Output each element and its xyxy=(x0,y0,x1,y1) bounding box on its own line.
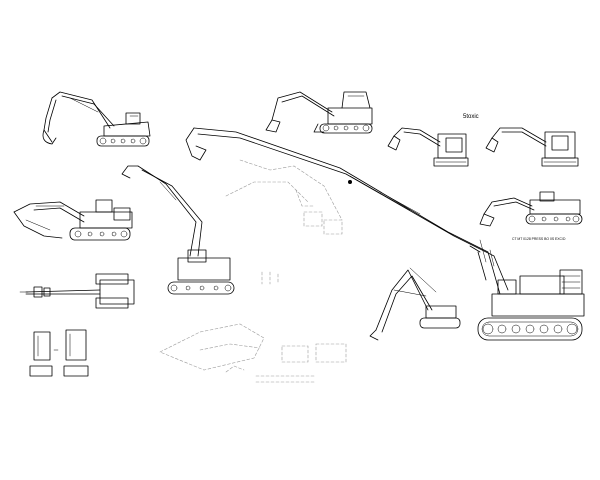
mini-excavator-drawing-2 xyxy=(485,127,579,167)
excavator-front-elevations xyxy=(29,329,89,377)
mini-excavator-drawing-1 xyxy=(387,127,469,167)
long-reach-excavator-drawing xyxy=(185,127,585,341)
excavator-caption: CT MT 0128 PRESS BO 0S EXC/D xyxy=(512,237,566,241)
backhoe-drawing-top-middle xyxy=(265,91,373,134)
model-label: 5toxic xyxy=(463,114,479,120)
excavator-drawing-reaching-arm xyxy=(369,267,461,341)
excavator-plan-view xyxy=(19,273,135,309)
excavator-drawing-left-middle xyxy=(13,199,133,241)
excavator-drawing-top-left xyxy=(42,91,151,147)
faint-partial-drawing-bottom xyxy=(159,323,347,383)
excavator-drawing-vertical-boom xyxy=(121,165,235,295)
faint-partial-drawing-center xyxy=(225,159,343,285)
excavator-drawing-right-middle: CT MT 0128 PRESS BO 0S EXC/D xyxy=(479,191,583,241)
